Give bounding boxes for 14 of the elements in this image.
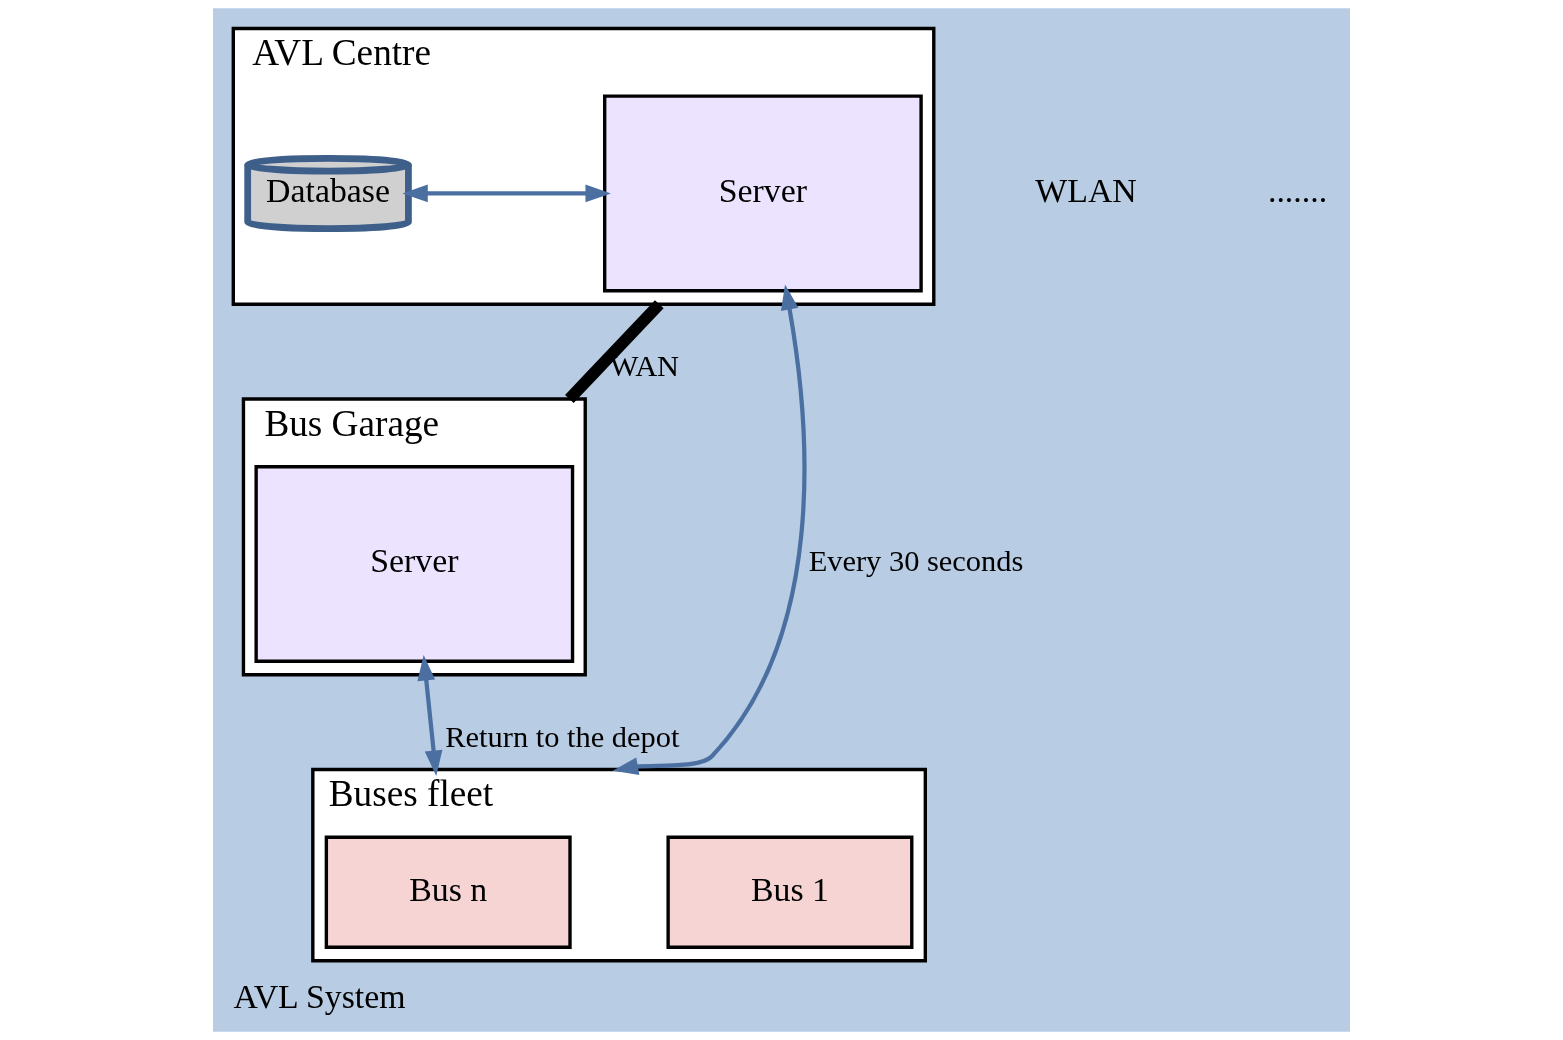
edge-label: WAN [609, 349, 680, 384]
arrow [417, 655, 443, 776]
label: ....... [1267, 171, 1328, 209]
node-box: Server [603, 94, 923, 293]
label: WLAN [1035, 171, 1137, 209]
caption: AVL System [233, 978, 406, 1016]
connector [565, 300, 664, 404]
arrow [402, 184, 611, 203]
arrow [612, 284, 807, 775]
node-box: Bus n [324, 835, 572, 949]
node-box: Bus 1 [666, 835, 914, 949]
edge-label: Return to the depot [445, 719, 680, 754]
node-box: Server [254, 465, 575, 663]
edge-label: Every 30 seconds [808, 544, 1024, 579]
